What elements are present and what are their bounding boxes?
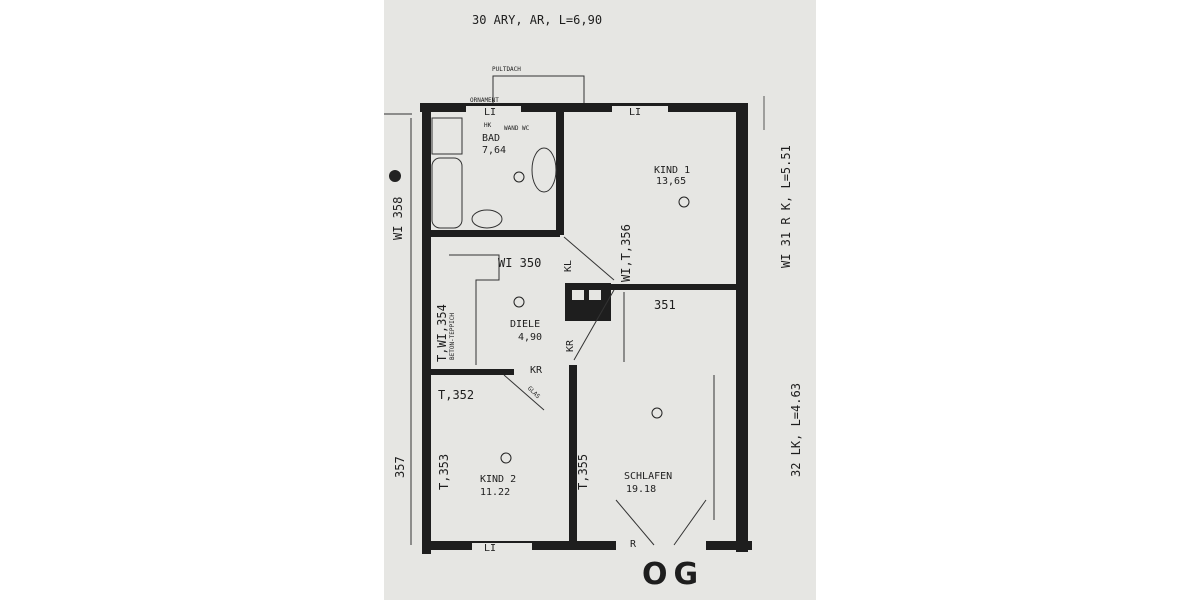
room-area-bad: 7,64 xyxy=(482,145,507,156)
teppich-label: BETON-TEPPICH xyxy=(449,313,456,360)
window-kind2 xyxy=(472,543,532,551)
room-area-kind1: 13,65 xyxy=(656,176,687,187)
wall-top xyxy=(420,103,748,112)
annotation-right-top: WI 31 R K, L=5.51 xyxy=(779,145,793,268)
shower xyxy=(431,117,463,155)
door-label-350: WI 350 xyxy=(498,256,542,270)
ornament-label: ORNAMENT xyxy=(470,97,499,104)
wall-kind1-schlafen xyxy=(569,284,739,290)
room-name-kind2: KIND 2 xyxy=(480,474,517,485)
r-label: R xyxy=(630,539,637,550)
kr-label: KR xyxy=(530,365,543,376)
toilet xyxy=(471,209,503,229)
wall-diele-kind2 xyxy=(424,369,514,375)
room-area-kind2: 11.22 xyxy=(480,487,511,498)
wand-label: WAND WC xyxy=(504,125,530,132)
wall-bottom xyxy=(422,541,752,550)
door-label-353: T,353 xyxy=(437,453,451,490)
floor-label: OG xyxy=(642,557,705,592)
hk-label: HK xyxy=(484,122,492,129)
room-name-kind1: KIND 1 xyxy=(654,165,691,176)
window-label: LI xyxy=(484,107,497,118)
window-kind1 xyxy=(612,106,668,116)
punch-hole xyxy=(389,170,401,182)
pultdach-label: PULTDACH xyxy=(492,66,521,73)
room-area-schlafen: 19.18 xyxy=(626,484,657,495)
sink xyxy=(531,147,557,193)
door-label-356: WI,T,356 xyxy=(619,224,633,282)
window-label: LI xyxy=(629,107,642,118)
window-bad xyxy=(466,106,521,116)
room-name-schlafen: SCHLAFEN xyxy=(624,471,673,482)
walls xyxy=(420,103,752,554)
kr-label: KR xyxy=(565,339,576,352)
annotation-left-top: WI 358 xyxy=(391,196,405,240)
wall-left xyxy=(422,103,431,554)
wall-bad-kind1 xyxy=(556,107,564,235)
floor-plan-scan: 30 ARY, AR, L=6,90 PULTDACH ORNAMENT LI … xyxy=(384,0,816,600)
door-label-351: 351 xyxy=(654,298,676,312)
bathtub xyxy=(431,157,463,229)
room-name-diele: DIELE xyxy=(510,319,541,330)
room-name-bad: BAD xyxy=(482,133,501,144)
kl-label: KL xyxy=(563,259,574,272)
door-label-354: T,WI,354 xyxy=(435,304,449,362)
room-area-diele: 4,90 xyxy=(518,332,543,343)
balcony-door xyxy=(616,541,706,551)
chimney xyxy=(565,283,611,321)
floor-plan-drawing xyxy=(384,75,765,554)
wall-right xyxy=(736,103,748,552)
window-label: LI xyxy=(484,543,497,554)
plan-title: 30 ARY, AR, L=6,90 xyxy=(472,13,603,27)
annotation-right-bottom: 32 LK, L=4.63 xyxy=(789,383,803,477)
annotation-left-bottom: 357 xyxy=(393,456,407,478)
diele-diagonal xyxy=(563,236,615,281)
door-label-352: T,352 xyxy=(438,388,475,402)
wall-kind2-schlafen xyxy=(569,365,577,545)
door-swing xyxy=(615,499,655,546)
door-label-355: T,355 xyxy=(576,453,590,490)
wall-bad-diele xyxy=(424,230,560,237)
